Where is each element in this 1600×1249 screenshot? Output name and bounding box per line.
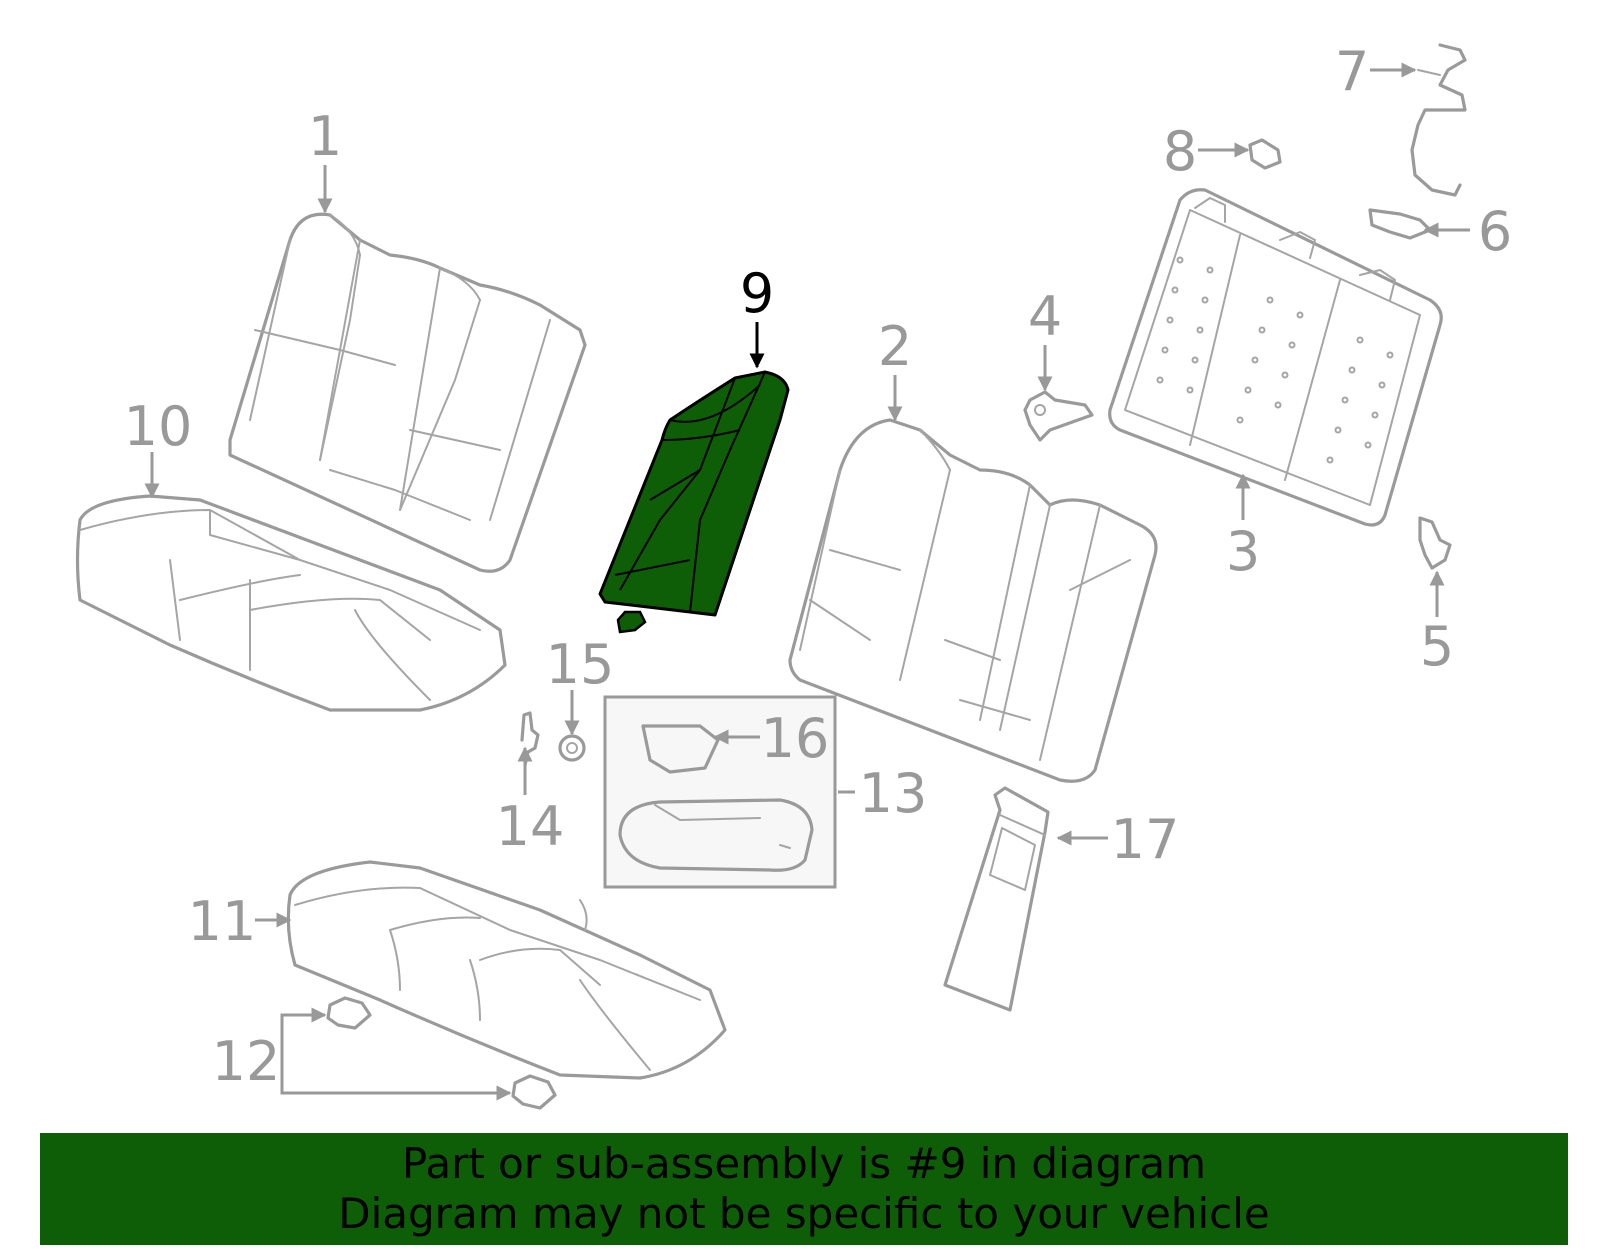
part-8-cap bbox=[1248, 138, 1282, 170]
banner-line-part: Part or sub-assembly is #9 in diagram bbox=[401, 1139, 1207, 1188]
callout-13: 13 bbox=[859, 762, 928, 825]
part-3-seat-back-frame bbox=[1108, 188, 1443, 527]
part-4-bracket bbox=[1023, 390, 1094, 442]
callout-numbers: 1 2 3 4 5 6 7 8 9 10 11 12 13 14 15 16 1… bbox=[124, 40, 1513, 1093]
banner-line-disclaimer: Diagram may not be specific to your vehi… bbox=[338, 1189, 1270, 1238]
part-13-assembly-box bbox=[603, 695, 837, 889]
part-6-latch bbox=[1368, 208, 1432, 240]
part-9-armrest bbox=[598, 370, 790, 634]
callout-16: 16 bbox=[761, 707, 830, 770]
part-7-cable bbox=[1410, 43, 1467, 197]
part-15-nut bbox=[558, 734, 586, 762]
part-17-trim-panel bbox=[943, 786, 1050, 1012]
callout-14: 14 bbox=[496, 795, 565, 858]
callout-4: 4 bbox=[1028, 285, 1062, 348]
part-2-seat-back-cover bbox=[788, 418, 1158, 783]
part-5-clip bbox=[1418, 516, 1452, 570]
part-1-seat-back-cover bbox=[228, 212, 587, 573]
callout-5: 5 bbox=[1420, 615, 1454, 678]
callout-3: 3 bbox=[1226, 520, 1260, 583]
part-11-seat-cushion bbox=[286, 860, 727, 1080]
frame-holes bbox=[1156, 256, 1394, 464]
part-12-clips bbox=[280, 996, 557, 1110]
info-banner: Part or sub-assembly is #9 in diagram Di… bbox=[40, 1133, 1568, 1245]
callout-15: 15 bbox=[546, 633, 615, 696]
callout-8: 8 bbox=[1163, 120, 1197, 183]
callout-2: 2 bbox=[878, 315, 912, 378]
callout-11: 11 bbox=[188, 890, 257, 953]
callout-1: 1 bbox=[308, 105, 342, 168]
callout-17: 17 bbox=[1111, 808, 1180, 871]
callout-12: 12 bbox=[212, 1030, 281, 1093]
callout-6: 6 bbox=[1478, 200, 1512, 263]
callout-10: 10 bbox=[124, 395, 193, 458]
leader-lines bbox=[144, 62, 1470, 928]
callout-7: 7 bbox=[1335, 40, 1369, 103]
callout-9: 9 bbox=[740, 262, 774, 325]
part-10-seat-cushion-cover bbox=[75, 494, 507, 712]
